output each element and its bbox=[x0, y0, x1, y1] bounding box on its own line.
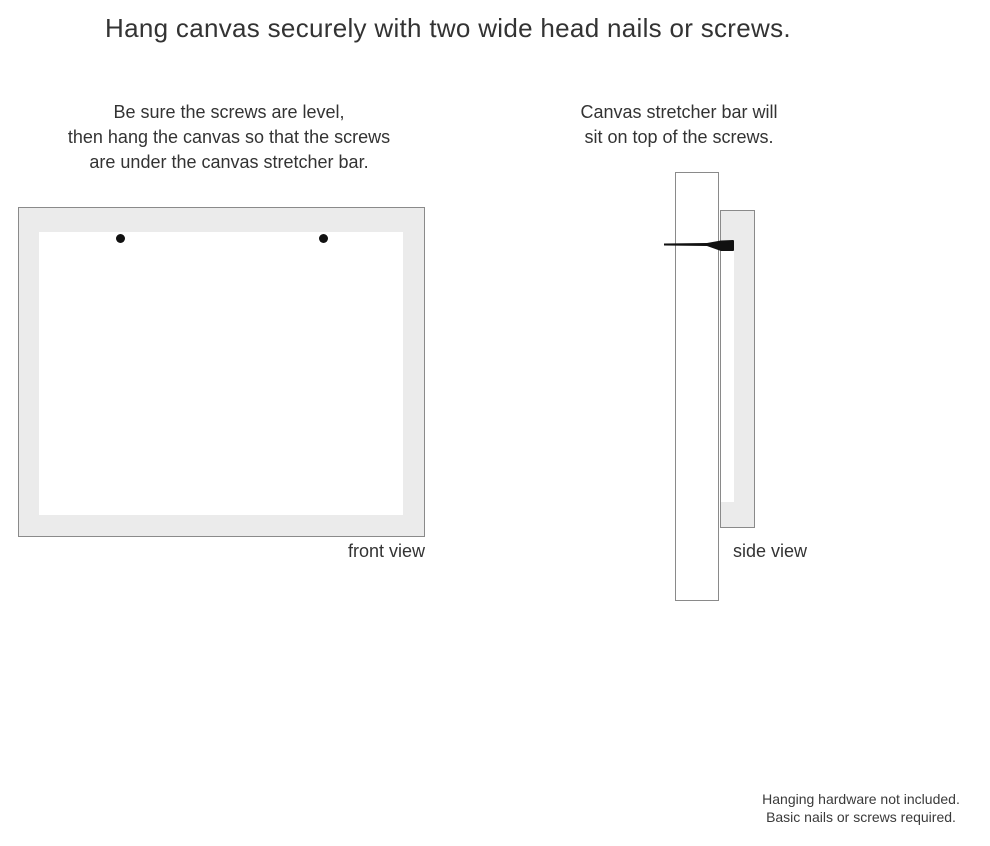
instruction-line: are under the canvas stretcher bar. bbox=[89, 152, 369, 172]
screw-head-icon bbox=[319, 234, 328, 243]
footnote-line: Hanging hardware not included. bbox=[762, 791, 960, 807]
nail-shape bbox=[664, 240, 734, 251]
side-view-instructions: Canvas stretcher bar will sit on top of … bbox=[529, 100, 829, 150]
side-view-caption: side view bbox=[733, 541, 808, 561]
screw-head-icon bbox=[116, 234, 125, 243]
instruction-line: sit on top of the screws. bbox=[584, 127, 774, 147]
canvas-face bbox=[39, 232, 403, 515]
canvas-frame-side-view bbox=[720, 210, 755, 528]
hardware-footnote: Hanging hardware not included. Basic nai… bbox=[711, 790, 990, 826]
footnote-line: Basic nails or screws required. bbox=[766, 809, 956, 825]
front-view-instructions: Be sure the screws are level, then hang … bbox=[19, 100, 439, 175]
page-title: Hang canvas securely with two wide head … bbox=[105, 13, 791, 43]
nail-icon bbox=[664, 240, 734, 251]
canvas-inner-side bbox=[721, 251, 734, 502]
canvas-frame-front-view bbox=[18, 207, 425, 537]
instruction-line: Be sure the screws are level, bbox=[113, 102, 345, 122]
instruction-line: Canvas stretcher bar will bbox=[580, 102, 778, 122]
instruction-line: then hang the canvas so that the screws bbox=[67, 127, 391, 147]
front-view-caption: front view bbox=[347, 541, 425, 561]
